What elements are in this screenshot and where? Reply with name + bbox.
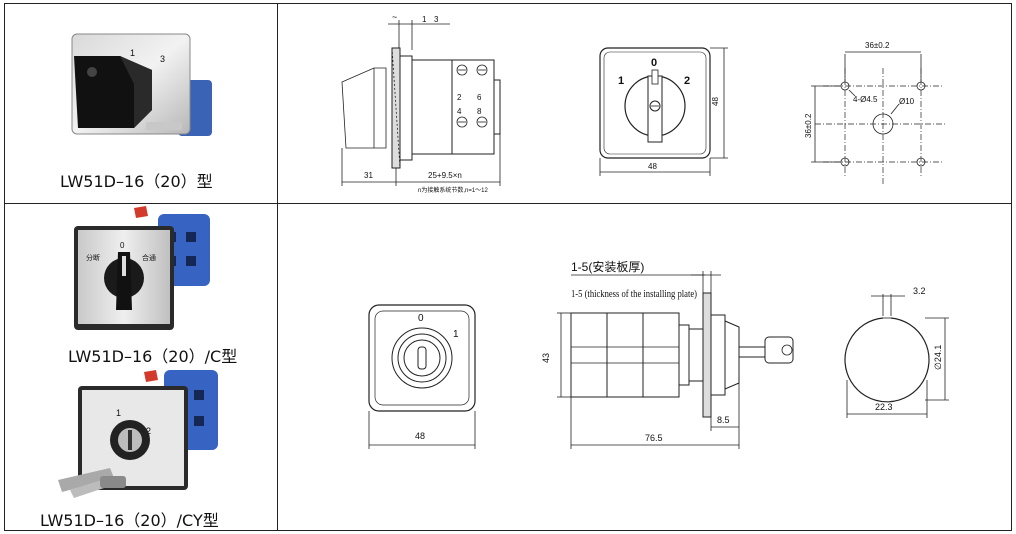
panel-cutout-drawing-1: 36±0.2 4-Ø4.5 Ø10 36±0.2 bbox=[804, 41, 945, 184]
plate-thickness-cn: 1-5(安装板厚) bbox=[571, 259, 644, 274]
side-view-drawing-2: 1-5(安装板厚) 1-5 (thickness of the installi… bbox=[541, 259, 794, 449]
dim-width-48: 48 bbox=[648, 162, 657, 171]
dial-label-1: 1 bbox=[130, 48, 135, 58]
position-1: 1 bbox=[618, 75, 624, 87]
dim-36-top: 36±0.2 bbox=[865, 41, 890, 50]
switch-photo-standard: 1 3 bbox=[71, 33, 212, 136]
dim-31: 31 bbox=[364, 171, 373, 180]
front-view-drawing-1: 0 1 2 48 48 bbox=[599, 47, 728, 176]
model-label-c-type: LW51D–16（20）/C型 bbox=[68, 347, 238, 366]
dial-label-on: 合通 bbox=[142, 253, 156, 262]
terminal-4: 4 bbox=[457, 107, 462, 116]
dim-3-2: 3.2 bbox=[913, 286, 926, 296]
dim-top-3: 3 bbox=[434, 15, 439, 24]
dim-width-48-c: 48 bbox=[415, 431, 425, 441]
panel-cutout-drawing-2: 3.2 ∅24.1 22.3 bbox=[844, 286, 949, 418]
switch-photo-cy-type: 1 2 bbox=[58, 370, 218, 498]
contact-section-note: n为接触系统节数,n=1～12 bbox=[418, 186, 489, 194]
column-divider bbox=[277, 3, 278, 531]
terminal-2: 2 bbox=[457, 93, 462, 102]
front-view-drawing-2: 0 1 48 bbox=[368, 304, 476, 449]
model-label-standard: LW51D–16（20）型 bbox=[60, 172, 213, 191]
dial-label-0: 0 bbox=[120, 241, 125, 250]
dim-22-3: 22.3 bbox=[875, 402, 893, 412]
dim-center-hole: Ø10 bbox=[899, 97, 915, 106]
position-1-c: 1 bbox=[453, 329, 459, 340]
position-0: 0 bbox=[651, 57, 657, 69]
dim-36-side: 36±0.2 bbox=[804, 113, 813, 138]
dim-43: 43 bbox=[541, 353, 551, 363]
dim-8-5: 8.5 bbox=[717, 415, 730, 425]
terminal-8: 8 bbox=[477, 107, 482, 116]
model-label-cy-type: LW51D–16（20）/CY型 bbox=[40, 511, 219, 530]
dim-24-1: ∅24.1 bbox=[933, 345, 943, 370]
dim-height-48: 48 bbox=[711, 97, 720, 106]
terminal-6: 6 bbox=[477, 93, 482, 102]
dial-label-cy-2: 2 bbox=[146, 426, 151, 436]
position-0-c: 0 bbox=[418, 313, 424, 324]
dim-top-1: 1 bbox=[422, 15, 427, 24]
side-view-drawing-1: ~ 1 3 2 4 6 8 31 25+9.5×n n为接触系统节数,n=1～1… bbox=[341, 12, 501, 194]
switch-photo-c-type: 0 分断 合通 bbox=[74, 206, 210, 330]
table-frame bbox=[4, 3, 1012, 531]
dim-holes: 4-Ø4.5 bbox=[853, 95, 878, 104]
plate-thickness-en: 1-5 (thickness of the installing plate) bbox=[571, 288, 697, 300]
dim-tilde: ~ bbox=[392, 12, 397, 22]
position-2: 2 bbox=[684, 75, 690, 87]
dial-label-cy-1: 1 bbox=[116, 408, 121, 418]
dial-label-3: 3 bbox=[160, 54, 165, 64]
dial-label-off: 分断 bbox=[86, 253, 100, 262]
row-divider bbox=[4, 203, 1012, 204]
dim-25-plus-9-5n: 25+9.5×n bbox=[428, 171, 462, 180]
dim-76-5: 76.5 bbox=[645, 433, 663, 443]
